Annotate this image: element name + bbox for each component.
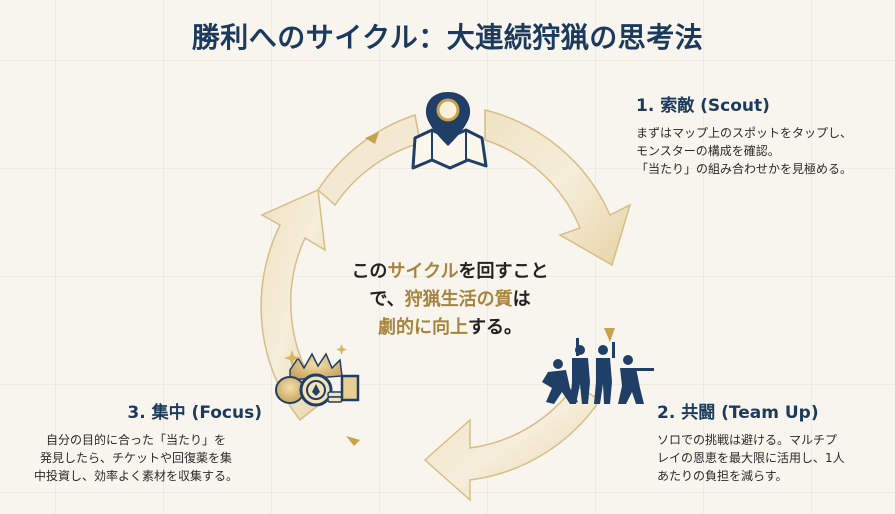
step-title: 2. 共闘 (Team Up)	[657, 403, 819, 423]
step-title: 1. 索敵 (Scout)	[636, 96, 770, 116]
highlight: サイクル	[387, 261, 459, 282]
desc-line: 中投資し、効率よく素材を収集する。	[33, 469, 238, 483]
desc-line: ソロでの挑戦は避ける。マルチプ	[657, 433, 838, 447]
step-description: ソロでの挑戦は避ける。マルチプ レイの恩恵を最大限に活用し、1人 あたりの負担を…	[657, 431, 845, 485]
map-pin-icon	[411, 92, 488, 170]
center-message: このサイクルを回すこと で、狩猟生活の質は 劇的に向上する。	[330, 258, 570, 342]
inner-arrows	[346, 132, 615, 446]
center-line-1: このサイクルを回すこと	[330, 258, 570, 286]
text: この	[351, 261, 388, 282]
team-silhouette-icon	[542, 338, 654, 404]
desc-line: モンスターの構成を確認。	[636, 144, 780, 158]
center-line-2: で、狩猟生活の質は	[330, 286, 570, 314]
step-description: まずはマップ上のスポットをタップし、 モンスターの構成を確認。 「当たり」の組み…	[636, 124, 852, 178]
center-line-3: 劇的に向上する。	[330, 314, 570, 342]
desc-line: まずはマップ上のスポットをタップし、	[636, 126, 853, 140]
step-focus: 3. 集中 (Focus) 自分の目的に合った「当たり」を 発見したら、チケット…	[0, 398, 262, 485]
text: を回すこと	[458, 261, 549, 282]
page-title: 勝利へのサイクル：大連続狩猟の思考法	[191, 21, 704, 54]
step-title: 3. 集中 (Focus)	[127, 403, 262, 423]
desc-line: 発見したら、チケットや回復薬を集	[39, 451, 232, 465]
text: で、	[369, 289, 405, 310]
desc-line: 「当たり」の組み合わせかを見極める。	[636, 162, 853, 176]
cycle-ring	[260, 109, 632, 502]
step-description: 自分の目的に合った「当たり」を 発見したら、チケットや回復薬を集 中投資し、効率…	[0, 431, 262, 485]
highlight: 狩猟生活の質	[404, 289, 513, 310]
step-scout: 1. 索敵 (Scout) まずはマップ上のスポットをタップし、 モンスターの構…	[636, 91, 852, 178]
desc-line: レイの恩恵を最大限に活用し、1人	[657, 451, 845, 465]
text: する。	[468, 317, 522, 338]
desc-line: 自分の目的に合った「当たり」を	[45, 433, 226, 447]
treasure-items-icon	[275, 344, 360, 407]
text: は	[512, 289, 531, 310]
highlight: 劇的に向上	[378, 317, 468, 338]
step-team-up: 2. 共闘 (Team Up) ソロでの挑戦は避ける。マルチプ レイの恩恵を最大…	[657, 398, 845, 485]
desc-line: あたりの負担を減らす。	[657, 469, 788, 483]
